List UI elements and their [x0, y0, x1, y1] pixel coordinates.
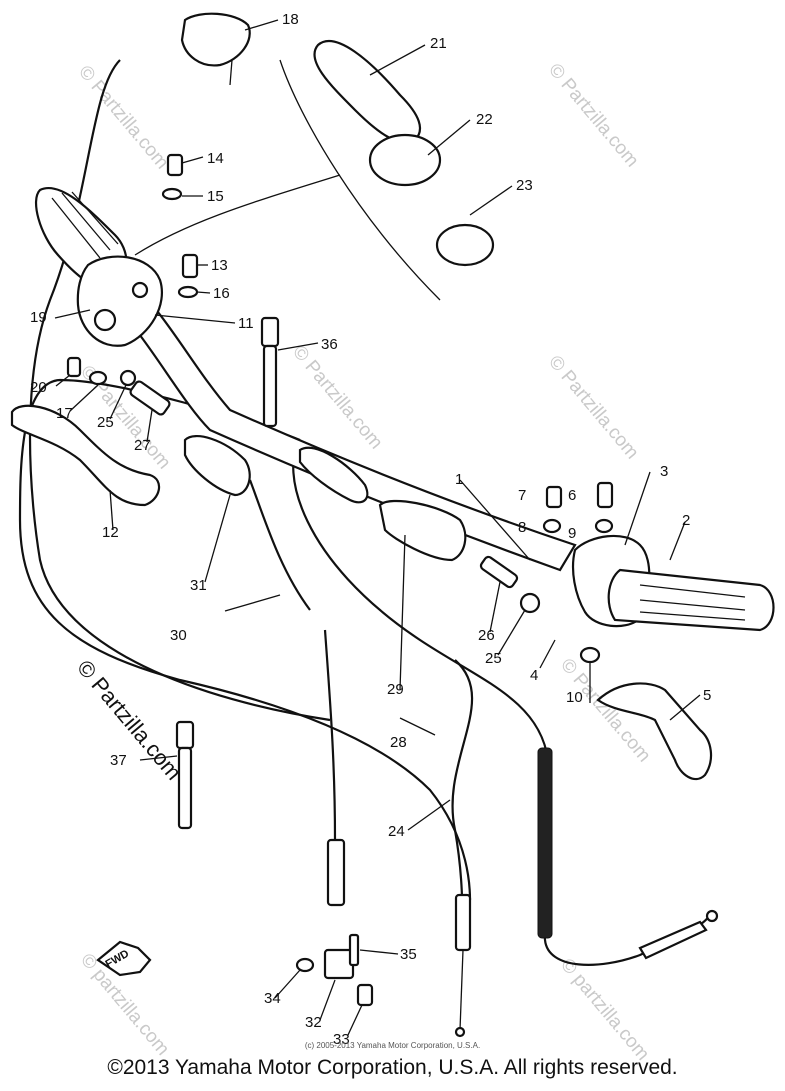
- cable-31: [323, 629, 337, 841]
- boot-31: [183, 435, 251, 497]
- label-13: 13: [211, 257, 228, 274]
- label-12: 12: [102, 524, 119, 541]
- label-10: 10: [566, 689, 583, 706]
- cable-adapter-wire: [229, 59, 233, 86]
- washer-9: [594, 518, 614, 534]
- bolt-20: [66, 356, 82, 378]
- cable-tie-37: [175, 720, 195, 830]
- label-33: 33: [333, 1031, 350, 1048]
- bolt-14: [166, 153, 184, 177]
- cable-24-tip: [459, 949, 464, 1031]
- label-5: 5: [703, 687, 711, 704]
- left-switch-assembly: [76, 255, 163, 347]
- washer-16: [177, 285, 199, 299]
- cable-outer-left: [28, 59, 331, 722]
- label-1: 1: [455, 471, 463, 488]
- grip-22-washer: [368, 133, 442, 187]
- label-9: 9: [568, 525, 576, 542]
- bolt-6: [596, 481, 614, 509]
- label-24: 24: [388, 823, 405, 840]
- watermark-left-big: © Partzilla.com: [72, 655, 186, 785]
- label-22: 22: [476, 111, 493, 128]
- label-31: 31: [190, 577, 207, 594]
- bolt-7: [545, 485, 563, 509]
- cable-30: [248, 479, 311, 611]
- label-14: 14: [207, 150, 224, 167]
- label-7: 7: [518, 487, 526, 504]
- label-25a: 25: [97, 414, 114, 431]
- label-28: 28: [390, 734, 407, 751]
- grip-23-sleeve: [435, 223, 495, 267]
- cable-tie-36: [260, 316, 280, 428]
- label-6: 6: [568, 487, 576, 504]
- cable-adapter-18: [180, 12, 251, 67]
- label-17: 17: [56, 405, 73, 422]
- nut-17: [88, 370, 108, 386]
- boot-29: [378, 499, 467, 562]
- label-29: 29: [387, 681, 404, 698]
- label-34: 34: [264, 990, 281, 1007]
- cable-29-spring: [537, 747, 553, 939]
- label-26: 26: [478, 627, 495, 644]
- cable-29-eye: [705, 909, 719, 923]
- label-23: 23: [516, 177, 533, 194]
- cable-31-adjuster: [326, 838, 346, 907]
- label-15: 15: [207, 188, 224, 205]
- part-labels: 1 2 3 4 5 6 7 8 9 10 11 12 13 14 15 16 1…: [30, 11, 711, 1048]
- sleeve-top: [298, 446, 369, 504]
- lock-nut-25a: [119, 369, 137, 387]
- label-27: 27: [134, 437, 151, 454]
- bolt-13: [181, 253, 199, 279]
- cable-24-end: [454, 893, 472, 952]
- label-16: 16: [213, 285, 230, 302]
- label-3: 3: [660, 463, 668, 480]
- label-35: 35: [400, 946, 417, 963]
- clutch-lever: [596, 682, 713, 781]
- label-18: 18: [282, 11, 299, 28]
- label-11: 11: [238, 315, 254, 332]
- label-36: 36: [321, 336, 338, 353]
- label-19: 19: [30, 309, 47, 326]
- label-21: 21: [430, 35, 447, 52]
- label-8: 8: [518, 519, 526, 536]
- cable-29-end-fitting: [638, 920, 708, 960]
- bracket-assembly: [295, 933, 374, 1007]
- label-30: 30: [170, 627, 187, 644]
- cable-24: [451, 659, 474, 901]
- nut-10: [579, 646, 601, 664]
- label-20: 20: [30, 379, 47, 396]
- fwd-indicator: FWD: [96, 940, 152, 977]
- label-32: 32: [305, 1014, 322, 1031]
- adjuster-27: [129, 380, 171, 416]
- watermark-mid-right: © Partzilla.com: [544, 352, 642, 464]
- leader-lines: [54, 19, 701, 1036]
- small-copyright: (c) 2005-2013 Yamaha Motor Corporation, …: [304, 1041, 481, 1050]
- callout-arc: [279, 59, 441, 301]
- handlebar: [108, 278, 577, 572]
- cable-24-eye: [454, 1026, 466, 1038]
- washer-15: [161, 187, 183, 201]
- label-4: 4: [530, 667, 538, 684]
- adjuster-26: [479, 555, 519, 589]
- right-throttle-assembly: [571, 534, 775, 632]
- washer-8: [542, 518, 562, 534]
- brake-lever: [10, 404, 161, 507]
- lock-nut-25b: [519, 592, 541, 614]
- label-37: 37: [110, 752, 127, 769]
- copyright-notice: ©2013 Yamaha Motor Corporation, U.S.A. A…: [107, 1056, 678, 1079]
- watermark-center: © Partzilla.com: [288, 342, 386, 454]
- callout-arrow: [134, 174, 341, 256]
- watermark-top-right: © Partzilla.com: [544, 60, 642, 172]
- label-25b: 25: [485, 650, 502, 667]
- label-2: 2: [682, 512, 690, 529]
